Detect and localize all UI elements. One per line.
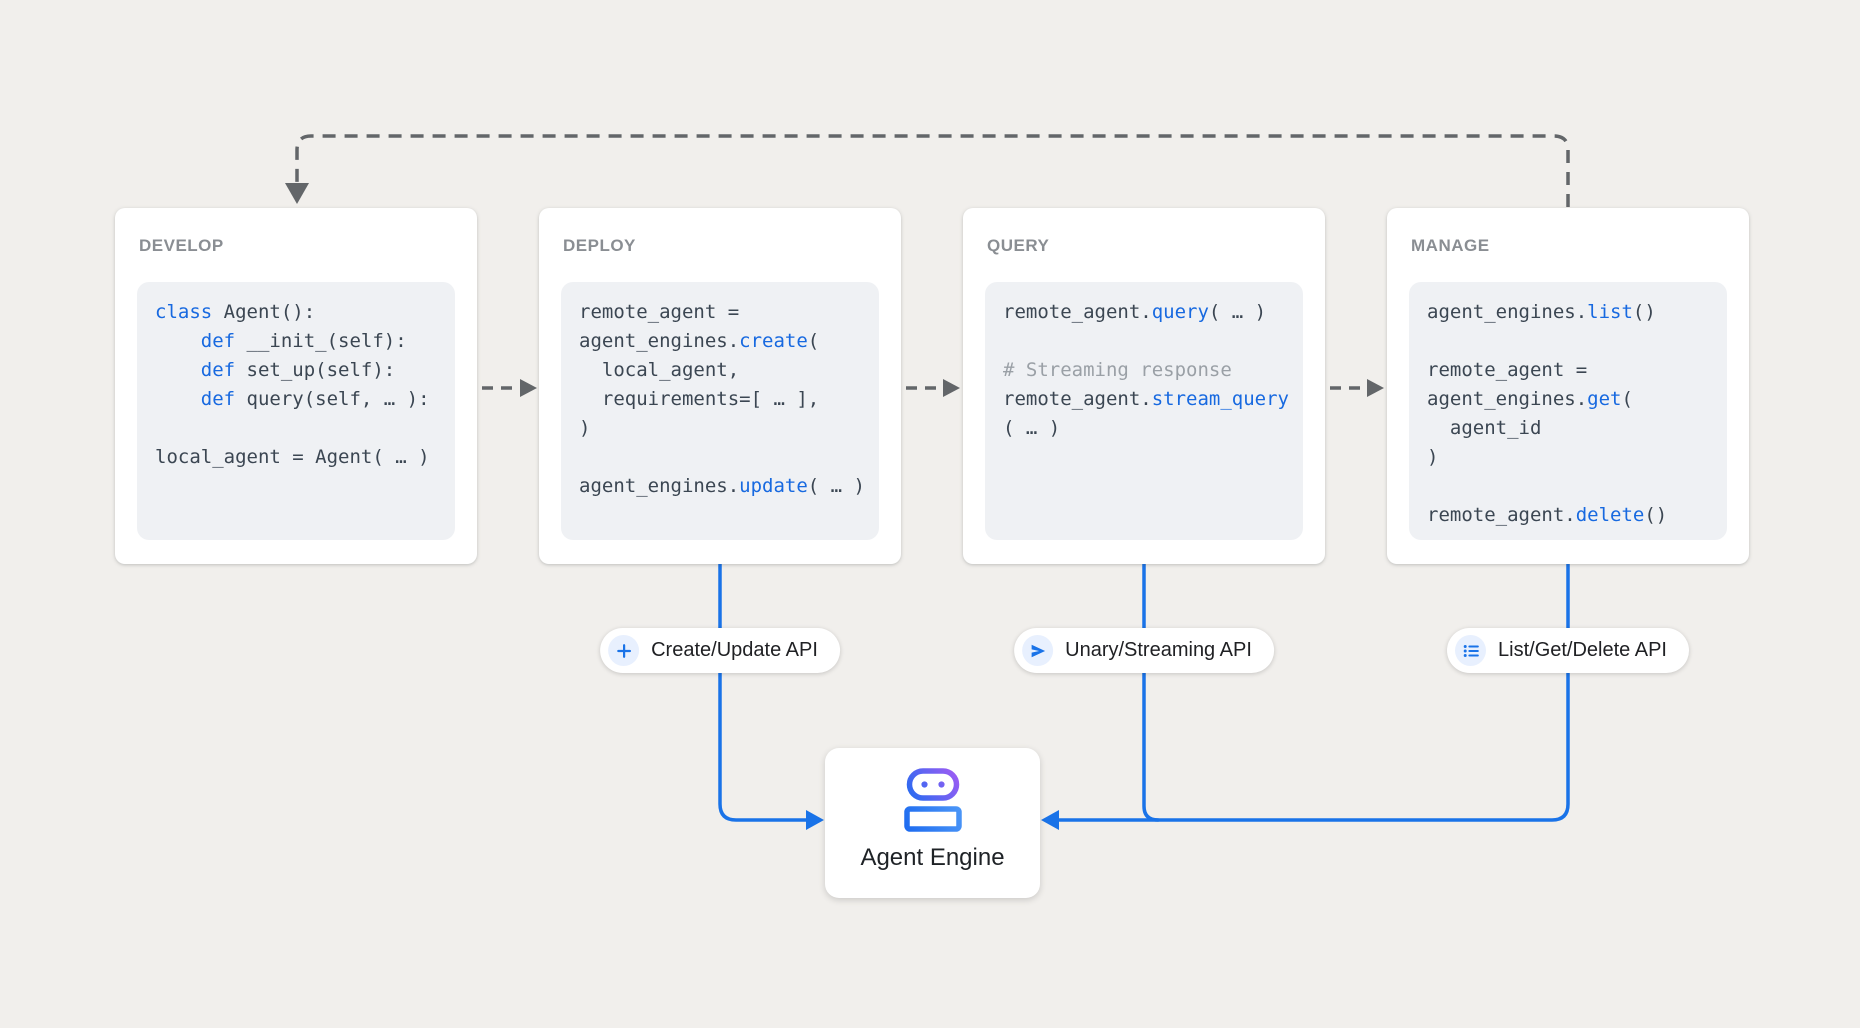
stage-title: DEVELOP xyxy=(139,236,224,255)
code-line: remote_agent.delete() xyxy=(1427,504,1668,526)
connector-manage-to-develop-dashed xyxy=(295,134,1570,207)
api-pill-label: Create/Update API xyxy=(651,639,818,661)
stage-title: QUERY xyxy=(987,236,1050,255)
arrowhead-engine-right xyxy=(1041,810,1059,830)
robot-icon xyxy=(903,768,962,832)
agent-engine-box: Agent Engine xyxy=(825,748,1040,898)
arrowhead-engine-left xyxy=(806,810,824,830)
code-block: class Agent(): def __init_(self): def se… xyxy=(137,282,455,540)
connector-deploy-to-engine xyxy=(718,562,809,822)
api-pill-label: Unary/Streaming API xyxy=(1065,639,1252,661)
code-line: def set_up(self): xyxy=(200,359,396,381)
connector-query-to-engine xyxy=(1142,562,1160,822)
list-icon xyxy=(1455,635,1487,666)
code-line: remote_agent = xyxy=(1427,359,1588,381)
stage-title: DEPLOY xyxy=(563,236,636,255)
code-line: remote_agent = xyxy=(579,301,740,323)
code-line: agent_id xyxy=(1427,417,1542,439)
code-line: remote_agent.query( … ) xyxy=(1003,301,1267,323)
code-line: ( … ) xyxy=(1003,417,1061,439)
arrowhead-into-develop xyxy=(285,183,309,204)
code-line: agent_engines.get( xyxy=(1427,388,1633,410)
api-pill-label: List/Get/Delete API xyxy=(1498,639,1667,661)
code-line: ) xyxy=(579,417,591,439)
connector-manage-to-engine xyxy=(1056,562,1570,822)
code-line xyxy=(1003,327,1303,356)
stage-card-develop: DEVELOP class Agent(): def __init_(self):… xyxy=(115,208,477,564)
stage-cards-row: DEVELOP class Agent(): def __init_(self):… xyxy=(115,208,1749,564)
code-line: # Streaming response xyxy=(1003,359,1232,381)
send-icon xyxy=(1022,635,1054,666)
code-line xyxy=(579,443,879,472)
code-line: remote_agent.stream_query xyxy=(1003,388,1289,410)
code-line xyxy=(1427,327,1727,356)
stage-card-deploy: DEPLOY remote_agent = agent_engines.create… xyxy=(539,208,901,564)
code-line: agent_engines.create( xyxy=(579,330,820,352)
api-pill-list-get-delete-api: List/Get/Delete API xyxy=(1447,628,1689,673)
code-block: remote_agent.query( … ) # Streaming resp… xyxy=(985,282,1303,540)
stage-card-query: QUERY remote_agent.query( … ) # Streaming… xyxy=(963,208,1325,564)
code-line: requirements=[ … ], xyxy=(579,388,820,410)
code-line: ) xyxy=(1427,446,1439,468)
stage-card-manage: MANAGE agent_engines.list() remote_agent … xyxy=(1387,208,1749,564)
code-line: agent_engines.update( … ) xyxy=(579,475,865,497)
code-line xyxy=(155,414,455,443)
code-line: local_agent, xyxy=(579,359,740,381)
agent-engine-label: Agent Engine xyxy=(860,844,1005,871)
code-line: def __init_(self): xyxy=(200,330,407,352)
plus-icon xyxy=(608,635,640,666)
stage-title: MANAGE xyxy=(1411,236,1490,255)
code-line: agent_engines.list() xyxy=(1427,301,1656,323)
code-line: def query(self, … ): xyxy=(200,388,430,410)
code-block: agent_engines.list() remote_agent = agent… xyxy=(1409,282,1727,540)
code-line: local_agent = Agent( … ) xyxy=(155,446,430,468)
code-line xyxy=(1427,472,1727,501)
api-pill-unary-streaming-api: Unary/Streaming API xyxy=(1014,628,1274,673)
api-pill-create-update-api: Create/Update API xyxy=(600,628,840,673)
code-line: class Agent(): xyxy=(155,301,316,323)
code-block: remote_agent = agent_engines.create( loca… xyxy=(561,282,879,540)
